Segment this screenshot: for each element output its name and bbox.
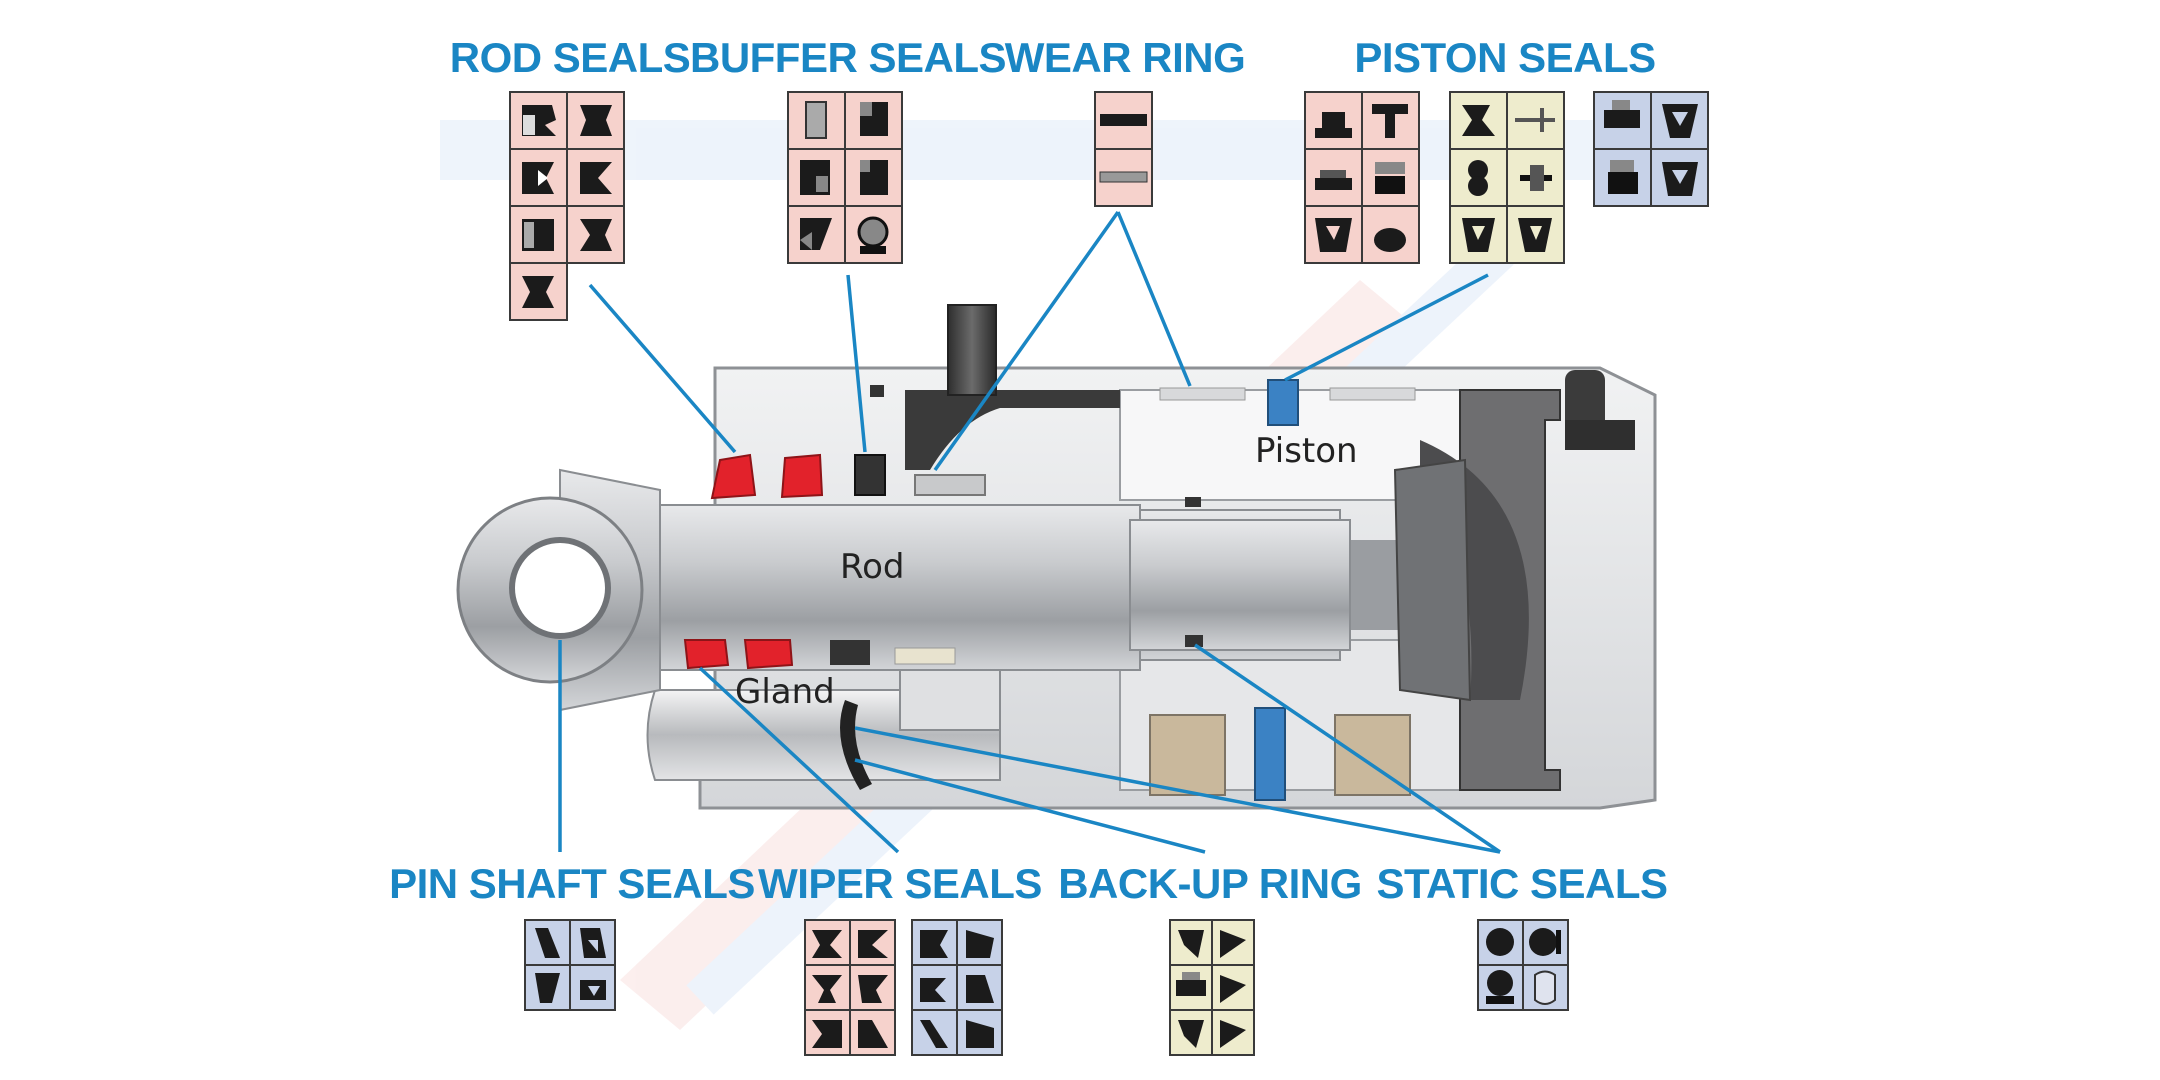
wiper-seals-grid-pink	[805, 920, 895, 1055]
rod-eye-hole	[512, 540, 608, 636]
piston-seals-grid-pink	[1305, 92, 1419, 263]
seal-red-1-bottom	[685, 640, 728, 668]
piston-seals-grid-blue	[1594, 92, 1708, 206]
seal-black-bottom	[830, 640, 870, 665]
wiper-seals-grid-blue	[912, 920, 1002, 1055]
label-static-seals: STATIC SEALS	[1376, 860, 1667, 907]
rod-seals-grid	[510, 92, 624, 320]
seal-red-2-top	[782, 455, 822, 497]
label-wiper-seals: WIPER SEALS	[758, 860, 1042, 907]
buffer-seals-grid	[788, 92, 902, 263]
label-pin-shaft-seals: PIN SHAFT SEALS	[389, 860, 755, 907]
piston-seals-grid-cream	[1450, 92, 1564, 263]
wear-ring-grid	[1095, 92, 1152, 206]
label-rod-seals: ROD SEALS	[450, 34, 691, 81]
static-seals-grid	[1478, 920, 1568, 1010]
label-piston-seals: PISTON SEALS	[1354, 34, 1655, 81]
seal-red-2-bottom	[745, 640, 792, 668]
piston-seal-top	[1268, 380, 1298, 425]
label-buffer-seals: BUFFER SEALS	[690, 34, 1006, 81]
part-label-rod: Rod	[840, 547, 904, 587]
piston-seal-bottom	[1255, 708, 1285, 800]
seal-black-top	[855, 455, 885, 495]
backup-ring-grid	[1170, 920, 1254, 1055]
wear-band-bottom-left	[1150, 715, 1225, 795]
part-label-piston: Piston	[1255, 431, 1358, 471]
wear-ring-part	[915, 475, 985, 495]
part-label-gland: Gland	[735, 672, 835, 712]
piston-nut	[1395, 460, 1470, 700]
pin-shaft-seals-grid	[525, 920, 615, 1010]
cylinder-cutaway	[458, 305, 1655, 808]
label-backup-ring: BACK-UP RING	[1058, 860, 1362, 907]
label-wear-ring: WEAR RING	[1005, 34, 1246, 81]
port-fitting	[948, 305, 996, 395]
